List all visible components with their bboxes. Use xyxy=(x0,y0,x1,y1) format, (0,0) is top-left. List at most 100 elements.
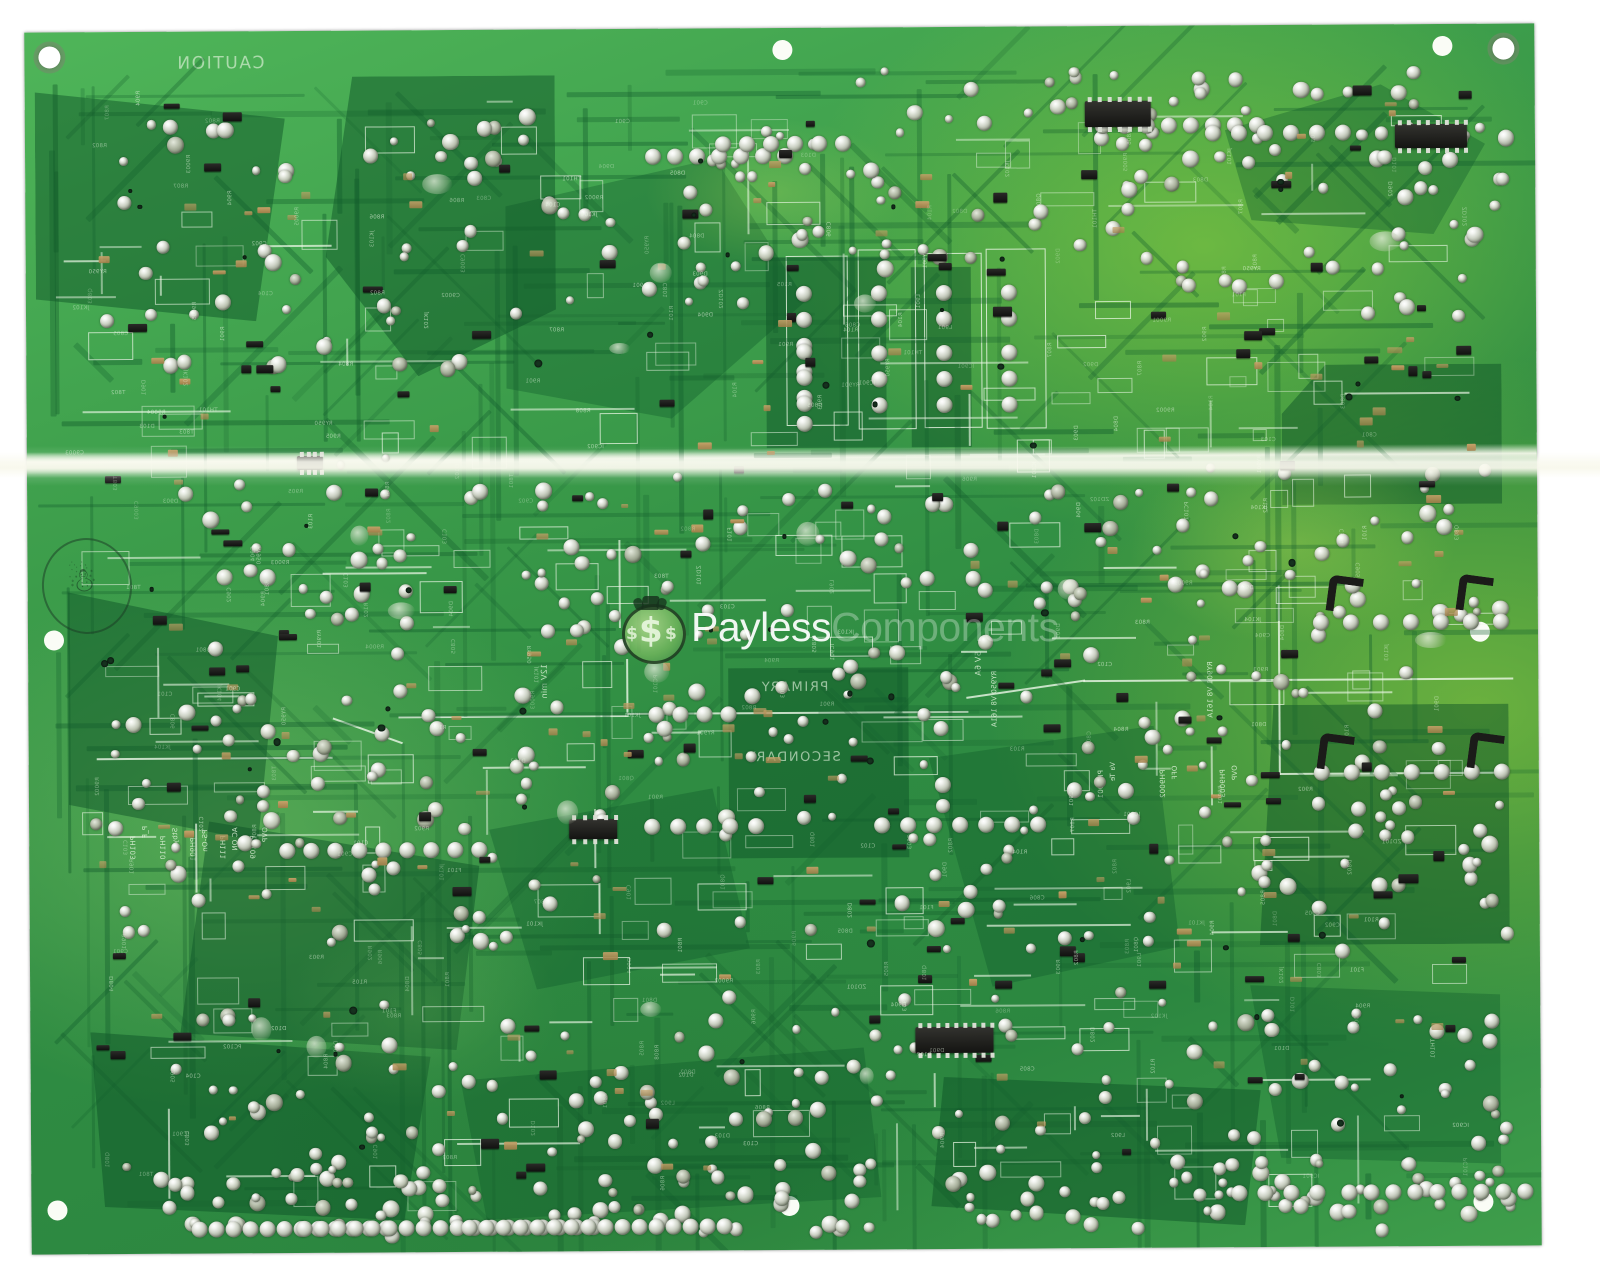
silk-designator: RY950 xyxy=(1242,265,1261,272)
solder-joint xyxy=(1383,1062,1398,1077)
solder-joint xyxy=(536,500,549,512)
smd-resistor xyxy=(1434,550,1444,558)
solder-joint xyxy=(758,245,774,261)
solder-joint xyxy=(1034,597,1046,610)
smd-resistor xyxy=(1398,561,1412,567)
silk-designator: T803 xyxy=(271,765,279,781)
silk-designator: R9002 xyxy=(94,777,101,797)
solder-joint xyxy=(1164,1079,1174,1089)
ic-pin xyxy=(963,1022,968,1028)
silk-designator: D901 xyxy=(631,282,648,289)
silk-designator: R801 xyxy=(602,1093,609,1109)
silk-designator: C905 xyxy=(1355,562,1362,578)
solder-joint xyxy=(399,252,409,262)
silkscreen-line xyxy=(209,878,212,902)
smd-resistor xyxy=(1036,1121,1046,1127)
solder-joint xyxy=(1373,764,1390,781)
solder-joint xyxy=(458,822,471,836)
solder-joint xyxy=(846,169,856,179)
plated-through-hole xyxy=(242,254,247,260)
solder-joint xyxy=(1312,796,1326,811)
silk-designator: R903 xyxy=(308,954,324,961)
component-outline xyxy=(903,916,924,930)
solder-joint xyxy=(381,1037,398,1054)
solder-joint xyxy=(979,1164,997,1182)
plated-through-hole xyxy=(1040,609,1049,617)
ic-pin xyxy=(927,1023,932,1029)
solder-joint xyxy=(644,818,661,835)
silk-designator: R9003 xyxy=(185,154,192,173)
silk-designator: C901 xyxy=(614,118,630,125)
component-outline xyxy=(1000,1161,1062,1178)
smd-component xyxy=(173,1032,191,1041)
solder-joint xyxy=(714,136,732,153)
smd-resistor xyxy=(1187,940,1201,947)
silk-designator: TH101 xyxy=(902,350,922,357)
smd-resistor xyxy=(377,857,388,866)
solder-joint xyxy=(534,576,549,591)
solder-joint xyxy=(517,134,530,146)
ic-pin xyxy=(603,815,608,821)
component-outline xyxy=(655,342,697,366)
smd-component xyxy=(1373,891,1393,899)
silk-designator: R9004 xyxy=(365,644,385,651)
solder-joint xyxy=(521,570,531,580)
solder-joint xyxy=(1292,81,1310,99)
solder-joint xyxy=(1473,1183,1490,1200)
smd-resistor xyxy=(663,694,674,702)
solder-joint xyxy=(1070,611,1081,621)
smd-resistor xyxy=(582,730,592,738)
solder-joint xyxy=(1213,1161,1227,1176)
solder-joint xyxy=(1495,172,1509,186)
solder-joint xyxy=(534,482,552,500)
solder-joint xyxy=(936,370,953,388)
smd-resistor xyxy=(157,824,170,829)
solder-joint xyxy=(648,1218,665,1235)
smd-resistor xyxy=(403,173,413,181)
smd-component xyxy=(645,1118,660,1129)
silk-designator: JK101 xyxy=(525,921,543,928)
silk-designator: C904 xyxy=(250,546,257,562)
copper-trace xyxy=(91,1055,96,1169)
smd-component xyxy=(418,811,431,822)
solder-joint xyxy=(533,1181,547,1196)
solder-joint xyxy=(1268,273,1285,289)
ic-pin xyxy=(1087,97,1092,103)
silk-designator: R9002 xyxy=(1156,407,1176,414)
smd-resistor xyxy=(1058,891,1067,899)
solder-joint xyxy=(1001,396,1018,413)
solder-joint xyxy=(1083,646,1100,663)
smd-component xyxy=(248,997,261,1008)
smd-resistor xyxy=(1173,962,1181,969)
smd-component xyxy=(927,254,947,262)
component-outline xyxy=(864,609,899,643)
copper-trace xyxy=(456,706,507,711)
smd-resistor xyxy=(221,752,231,760)
plated-through-hole xyxy=(767,627,773,633)
solder-joint xyxy=(298,583,309,594)
solder-joint xyxy=(1396,1105,1406,1115)
solder-joint xyxy=(907,104,923,121)
solder-joint xyxy=(296,1220,313,1237)
silk-designator: C103 xyxy=(743,1140,759,1147)
component-outline xyxy=(154,278,211,306)
solder-joint xyxy=(964,1202,975,1213)
silk-designator: C803 xyxy=(1086,730,1093,746)
solder-joint xyxy=(1191,71,1206,86)
solder-joint xyxy=(606,548,617,560)
silk-designator: IC801 xyxy=(1123,812,1141,819)
silk-designator: Q801 xyxy=(195,647,212,654)
silk-designator: ZD101 xyxy=(846,984,867,991)
silk-designator: RY950 xyxy=(885,358,892,377)
smd-resistor xyxy=(215,834,229,841)
component-outline xyxy=(861,721,923,743)
solder-joint xyxy=(1363,1184,1380,1201)
solder-joint xyxy=(676,752,691,767)
silk-designator: C9003 xyxy=(460,253,467,273)
silkscreen-line xyxy=(1051,636,1137,640)
smd-resistor xyxy=(446,1110,455,1117)
solder-joint xyxy=(1391,84,1407,101)
smd-component xyxy=(1433,850,1445,861)
ic-pin xyxy=(572,839,577,845)
